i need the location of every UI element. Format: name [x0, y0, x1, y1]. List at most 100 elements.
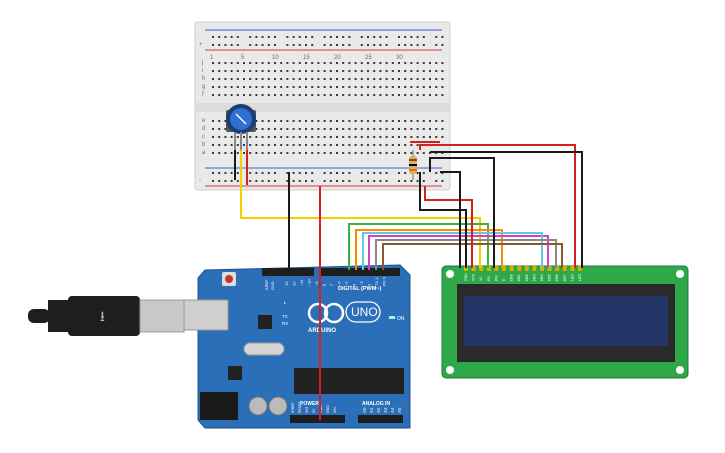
usb-port: [183, 299, 229, 331]
rail-minus-label: -: [199, 178, 201, 184]
lcd-pin-label: DB0: [510, 274, 514, 281]
lcd-pin[interactable]: [578, 266, 582, 271]
analog-pin-label: A3: [383, 407, 388, 413]
wire-lcd-led-minus: [430, 151, 583, 268]
wire-lcd-gnd: [419, 172, 467, 268]
wire-lcd-vcc: [424, 186, 473, 268]
power-pin-label: IOREF: [291, 402, 295, 413]
lcd-pin[interactable]: [540, 266, 544, 271]
potentiometer[interactable]: [226, 104, 256, 150]
row-letter: h: [202, 76, 205, 82]
model-label: UNO: [351, 305, 378, 319]
lcd-pin[interactable]: [570, 266, 575, 271]
digital-pin-label: 2: [367, 283, 372, 286]
lcd-pin[interactable]: [517, 266, 522, 271]
lcd-pin[interactable]: [509, 266, 514, 271]
digital-header-1: [262, 268, 314, 276]
rx-label: RX: [282, 321, 288, 326]
column-number: 25: [365, 55, 372, 61]
digital-pin-label: TX 1: [374, 277, 379, 286]
power-label: POWER: [300, 401, 319, 407]
digital-pin-label: 4: [352, 283, 357, 286]
lcd-pin-label: GND: [464, 273, 468, 281]
lcd-pin[interactable]: [532, 266, 537, 271]
lcd-pin[interactable]: [464, 266, 468, 271]
digital-pin-label: 13: [284, 281, 289, 286]
digital-header-2: [320, 268, 400, 276]
lcd-pin-label: DB3: [532, 274, 536, 281]
column-number: 20: [334, 55, 341, 61]
lcd-pin-label: DB7: [563, 274, 567, 281]
power-jack: [200, 392, 238, 420]
lcd-pin-label: E: [502, 278, 506, 281]
digital-pin-label: ~11: [299, 279, 304, 286]
wire-green: [348, 223, 489, 270]
lcd-pin[interactable]: [547, 266, 552, 271]
lcd-pin-label: DB4: [540, 274, 544, 281]
digital-label: DIGITAL (PWM~): [338, 286, 382, 292]
lcd-pin-label: LED: [578, 274, 582, 281]
row-letter: i: [202, 68, 203, 74]
power-pin-label: 5V: [312, 408, 316, 413]
lcd-pin[interactable]: [479, 266, 484, 271]
power-header: [290, 415, 345, 423]
lcd-pin-label: VCC: [472, 273, 476, 281]
on-label: ON: [397, 316, 405, 322]
row-letter: j: [201, 60, 203, 66]
resistor[interactable]: [409, 150, 417, 180]
power-pin-label: RESET: [298, 400, 302, 413]
analog-pin-label: A2: [376, 407, 381, 413]
analog-label: ANALOG IN: [362, 401, 390, 407]
wire-rail-black-top: [440, 171, 461, 268]
row-letter: g: [202, 84, 205, 90]
lcd-pin[interactable]: [494, 266, 499, 271]
lcd-pin[interactable]: [471, 266, 476, 271]
analog-header: [358, 415, 403, 423]
wire-lcd-led-plus: [419, 144, 576, 268]
lcd-pin-label: LED: [570, 274, 574, 281]
column-number: 5: [241, 55, 245, 61]
lcd-screen: [464, 296, 668, 346]
tx-label: TX: [282, 314, 288, 319]
digital-pin-label: 7: [329, 283, 334, 286]
wire-orange: [355, 229, 503, 270]
lcd-pin[interactable]: [524, 266, 529, 271]
atmega-chip: [294, 368, 404, 394]
lcd-pin[interactable]: [562, 266, 567, 271]
l-label: L: [284, 300, 287, 305]
wires: [234, 141, 583, 420]
column-number: 1: [210, 55, 214, 61]
digital-pin-label: 12: [292, 281, 297, 286]
column-number: 10: [272, 55, 279, 61]
power-pin-label: 3V3: [305, 407, 309, 413]
analog-pin-label: A4: [390, 407, 395, 413]
column-number: 30: [396, 55, 403, 61]
digital-pin-label: ~9: [314, 281, 319, 286]
lcd-pin-label: V0: [479, 277, 483, 281]
column-number: 15: [303, 55, 310, 61]
row-letter: a: [202, 150, 206, 156]
digital-pin-label: RX 0: [382, 276, 387, 286]
aref-label: AREF: [264, 279, 269, 290]
rail-plus-label: +: [199, 42, 203, 48]
lcd-pin-label: RS: [487, 275, 491, 281]
digital-pin-label: ~3: [359, 281, 364, 286]
lcd-pin[interactable]: [486, 266, 491, 271]
lcd-pin-label: RW: [494, 275, 498, 281]
lcd-pin[interactable]: [502, 266, 506, 271]
row-letter: d: [202, 126, 205, 132]
analog-pin-label: A1: [369, 407, 374, 413]
wire-cyan: [362, 232, 543, 270]
wire-lcd-rw: [429, 157, 495, 268]
wire-magenta: [368, 235, 549, 270]
brand-label: ARDUINO: [308, 328, 336, 334]
lcd-pin[interactable]: [555, 266, 560, 271]
arduino-uno[interactable]: ARDUINO UNO DIGITAL (PWM~) POWER ANALOG …: [183, 264, 411, 429]
